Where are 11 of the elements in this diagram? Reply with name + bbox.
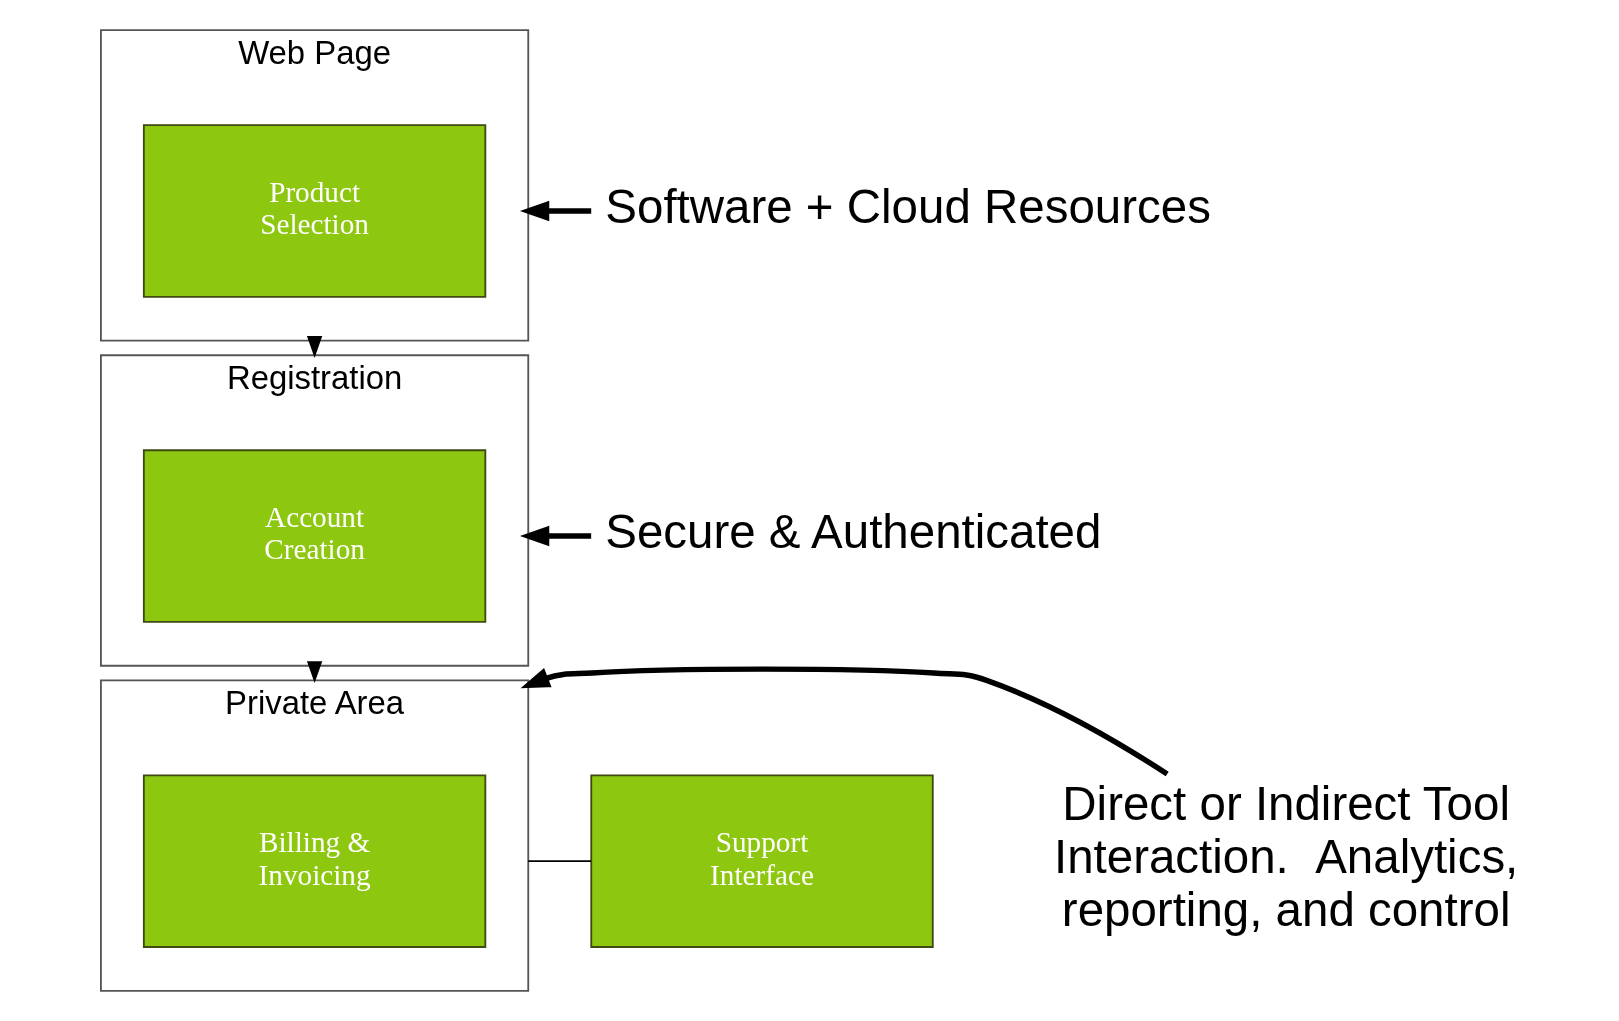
arrow [519, 525, 592, 547]
node-text: Direct or Indirect Tool Interaction. Analytics, reporting, and control [1053, 776, 1519, 936]
node-text: Software + Cloud Resources [605, 179, 1211, 233]
node-box: Account Creation [142, 449, 487, 623]
node-text: Secure & Authenticated [605, 504, 1102, 558]
arrow [520, 666, 1169, 777]
node-box: Support Interface [590, 774, 934, 948]
arrow [519, 200, 592, 222]
node-box: Billing & Invoicing [142, 774, 487, 948]
node-box: Product Selection [142, 124, 487, 298]
connector [527, 860, 592, 863]
